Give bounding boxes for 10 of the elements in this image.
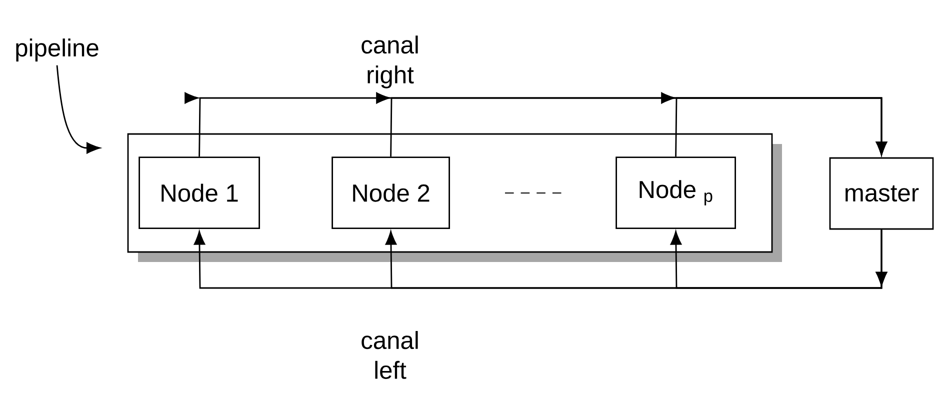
label-text: pipeline: [16, 38, 98, 62]
process-box: master: [829, 157, 934, 230]
arrow: [661, 92, 888, 157]
process-box: Node 2: [332, 156, 450, 229]
arrow: [670, 230, 888, 289]
bus-label: canal right: [362, 36, 418, 88]
curved-arrow: [56, 65, 100, 154]
process-box: Node $_{p}$: [616, 156, 736, 229]
process-box: Node 1: [138, 156, 260, 229]
bus-label: canal left: [362, 331, 418, 379]
